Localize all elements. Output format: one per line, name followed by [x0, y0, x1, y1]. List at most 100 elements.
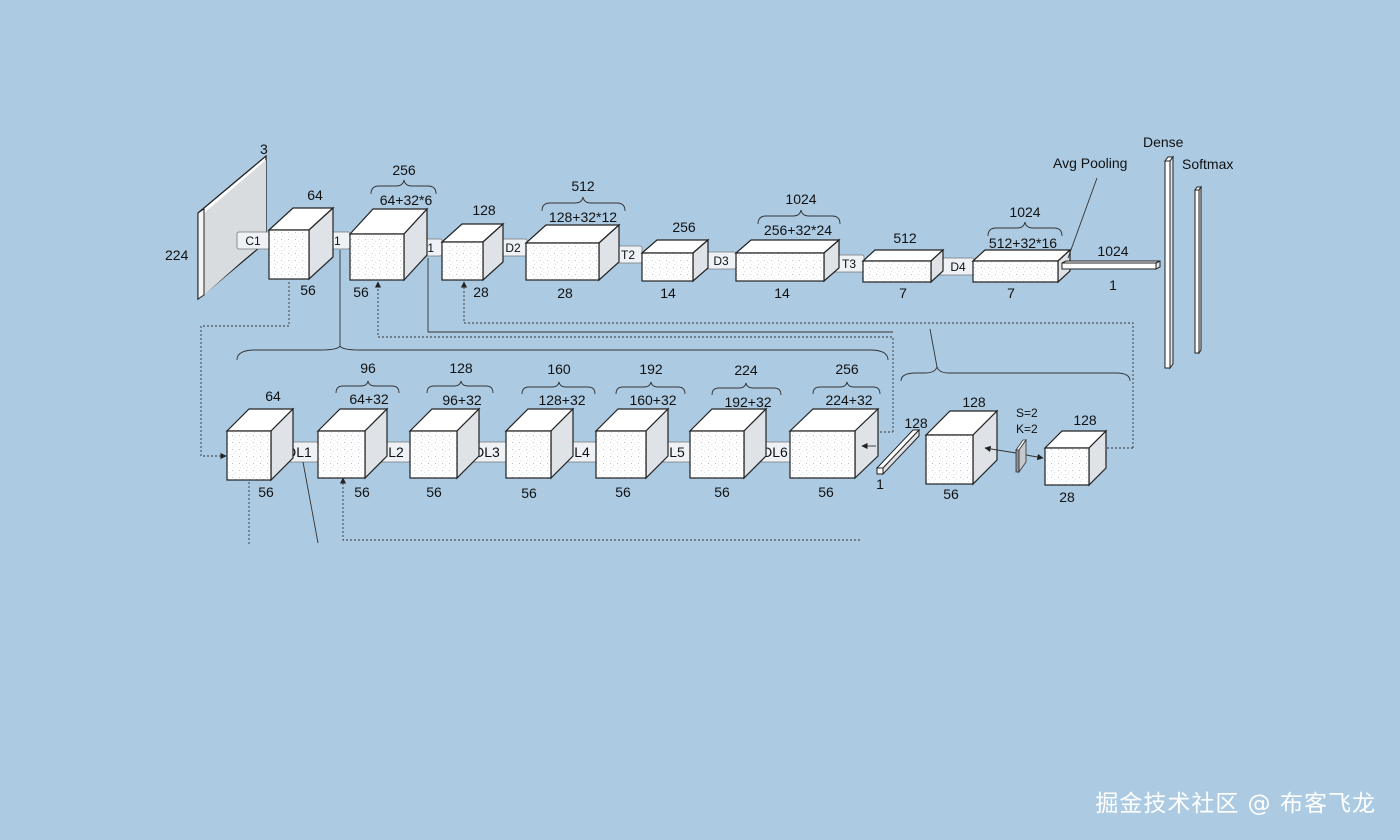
- top-box-6-brace: [757, 209, 841, 225]
- pooling-stride-label: S=2: [1016, 406, 1038, 420]
- bottom-box-5-top-label: 160+32: [629, 392, 676, 408]
- top-box-2-brace-label: 256: [392, 162, 416, 178]
- avg-pooling-size-label: 1: [1109, 277, 1117, 293]
- bottom-connector-dl6-label: DL6: [762, 444, 788, 460]
- dense-label: Dense: [1143, 134, 1184, 150]
- softmax-layer-bar: [1194, 185, 1202, 355]
- bottom-box-7-top-label: 224+32: [825, 392, 872, 408]
- top-connector-t3-label: T3: [842, 257, 856, 271]
- bottom-box-7-brace: [812, 381, 881, 395]
- bottom-box-7-bottom-label: 56: [818, 484, 834, 500]
- top-connector-d4-label: D4: [950, 260, 966, 274]
- input-image-slab: [197, 154, 267, 301]
- top-box-5: [640, 238, 710, 283]
- avg-pooling-pointer: [1067, 177, 1098, 259]
- top-box-4: [524, 223, 621, 282]
- top-box-7-top-label: 512: [893, 230, 917, 246]
- input-size-label: 224: [165, 247, 189, 263]
- transition-box-top-label: 128: [962, 394, 986, 410]
- dense-layer-bar: [1164, 155, 1174, 370]
- transition-box: [924, 409, 999, 486]
- transition-output-bottom-label: 28: [1059, 489, 1075, 505]
- top-box-8-brace-label: 1024: [1009, 204, 1040, 220]
- bottom-box-1: [225, 407, 295, 482]
- top-box-3: [440, 222, 505, 282]
- top-box-4-brace: [541, 196, 626, 212]
- pooling-output-arrow: [1025, 453, 1044, 461]
- top-connector-t2-label: T2: [621, 248, 635, 262]
- top-box-1-bottom-label: 56: [300, 282, 316, 298]
- bottom-box-2-top-label: 64+32: [349, 391, 389, 407]
- transition-expansion-brace: [900, 365, 1131, 382]
- top-box-2-brace: [370, 179, 437, 195]
- bottom-box-5: [594, 407, 670, 480]
- bottom-box-4-top-label: 128+32: [538, 392, 585, 408]
- transition-brace-pointer: [929, 328, 938, 368]
- transition-conv-channels-label: 128: [904, 415, 928, 431]
- top-box-3-top-label: 128: [472, 202, 496, 218]
- top-box-8-top-label: 512+32*16: [989, 235, 1057, 251]
- transition-conv-bar: [875, 428, 921, 476]
- top-box-3-bottom-label: 28: [473, 284, 489, 300]
- top-box-1-top-label: 64: [307, 187, 323, 203]
- bottom-box-5-brace-label: 192: [639, 361, 663, 377]
- bottom-box-2: [316, 407, 389, 480]
- bottom-box-5-bottom-label: 56: [615, 484, 631, 500]
- bottom-box-4-brace-label: 160: [547, 361, 571, 377]
- bottom-box-4: [504, 407, 575, 480]
- top-box-4-bottom-label: 28: [557, 285, 573, 301]
- top-box-4-top-label: 128+32*12: [549, 209, 617, 225]
- transition-conv-size-label: 1: [876, 476, 884, 492]
- bottom-box-5-brace: [615, 381, 686, 395]
- top-box-2-bottom-label: 56: [353, 284, 369, 300]
- bottom-box-7-brace-label: 256: [835, 361, 859, 377]
- bottom-box-1-bottom-label: 56: [258, 484, 274, 500]
- dl1-expansion-line: [302, 461, 319, 544]
- top-box-8-bottom-label: 7: [1007, 285, 1015, 301]
- bottom-box-2-brace-label: 96: [360, 360, 376, 376]
- avg-pooling-bar: [1061, 260, 1161, 270]
- transition-output-box: [1043, 429, 1108, 487]
- top-connector-d3: D3: [699, 251, 737, 270]
- top-box-6-bottom-label: 14: [774, 285, 790, 301]
- top-box-5-bottom-label: 14: [660, 285, 676, 301]
- concat-feedback-line: [339, 477, 860, 541]
- bottom-box-3-brace: [426, 380, 494, 394]
- bottom-box-6-bottom-label: 56: [714, 484, 730, 500]
- top-box-6-top-label: 256+32*24: [764, 222, 832, 238]
- top-box-5-top-label: 256: [672, 219, 696, 235]
- top-box-2-top-label: 64+32*6: [380, 192, 433, 208]
- skip-line-to-dense-block: [200, 282, 290, 460]
- pooling-kernel-square: [1015, 438, 1027, 474]
- bottom-box-6: [688, 407, 768, 480]
- bottom-box-6-top-label: 192+32: [724, 394, 771, 410]
- transition-output-top-label: 128: [1073, 412, 1097, 428]
- top-box-1: [267, 206, 335, 281]
- pooling-kernel-label: K=2: [1016, 422, 1038, 436]
- bottom-box-1-top-label: 64: [265, 388, 281, 404]
- top-connector-d4: D4: [935, 257, 975, 276]
- bottom-box-6-brace-label: 224: [734, 362, 758, 378]
- bottom-box-7: [788, 407, 880, 480]
- top-box-6-brace-label: 1024: [785, 191, 816, 207]
- top-box-6: [734, 238, 841, 283]
- top-connector-c1-label: C1: [245, 234, 261, 248]
- bottom-box-6-brace: [711, 382, 782, 396]
- t1-expansion-line: [427, 258, 893, 333]
- skip-line-into-d1: [374, 281, 894, 432]
- top-box-2: [348, 207, 429, 282]
- top-connector-d2-label: D2: [505, 241, 521, 255]
- bottom-box-2-bottom-label: 56: [354, 484, 370, 500]
- bottom-connector-dl3-label: DL3: [474, 444, 500, 460]
- top-connector-c1: C1: [236, 231, 271, 250]
- top-box-7: [861, 248, 945, 284]
- softmax-label: Softmax: [1182, 156, 1233, 172]
- bottom-box-3-top-label: 96+32: [442, 392, 482, 408]
- avg-pooling-channels-label: 1024: [1097, 243, 1128, 259]
- bottom-box-4-bottom-label: 56: [521, 485, 537, 501]
- watermark: 掘金技术社区 @ 布客飞龙: [1095, 791, 1376, 817]
- top-connector-d3-label: D3: [713, 254, 729, 268]
- input-channels-label: 3: [260, 141, 268, 157]
- transition-box-bottom-label: 56: [943, 486, 959, 502]
